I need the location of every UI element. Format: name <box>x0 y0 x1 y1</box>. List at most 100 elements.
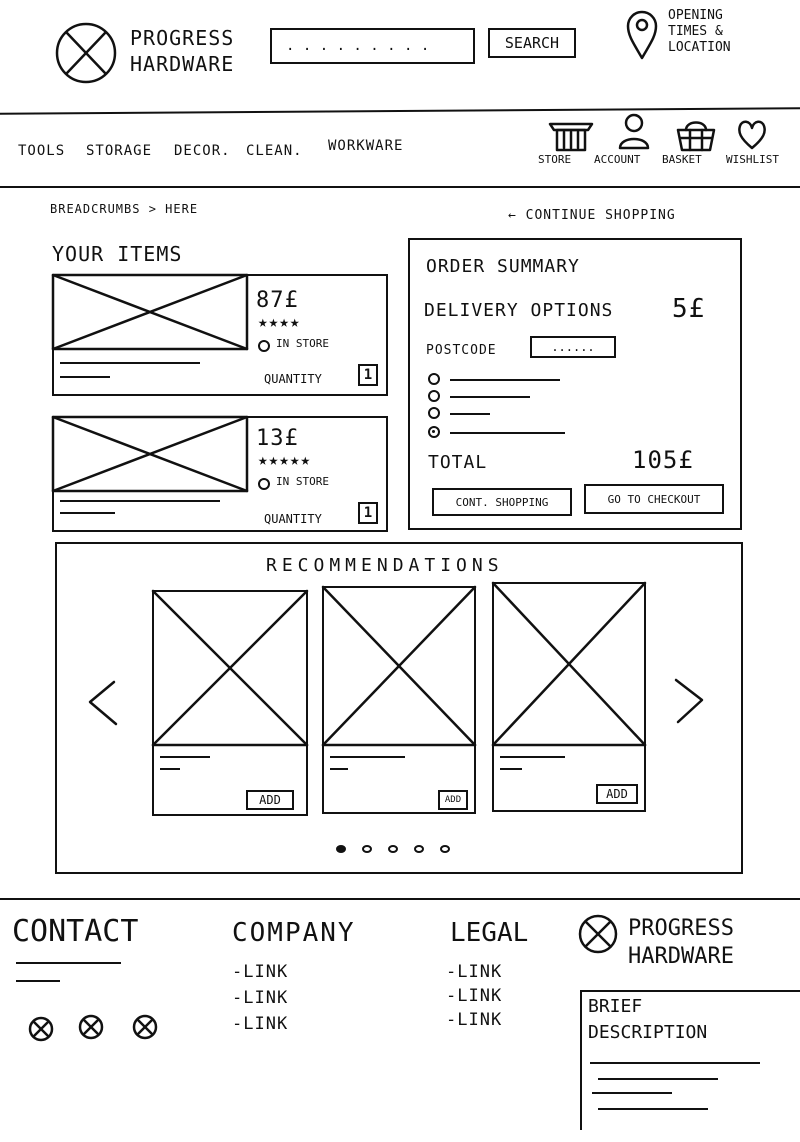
footer-logo-icon[interactable] <box>578 914 618 954</box>
product-subtitle-line <box>330 768 348 770</box>
nav-item-workware[interactable]: WORKWARE <box>328 138 404 154</box>
carousel-dot[interactable] <box>336 845 346 853</box>
quantity-label: QUANTITY <box>264 512 322 526</box>
footer-link[interactable]: -LINK <box>446 1010 503 1030</box>
item-stock: IN STORE <box>276 475 329 488</box>
delivery-option-radio[interactable] <box>428 390 440 402</box>
recommendation-card[interactable] <box>322 586 476 814</box>
opening-times-line3[interactable]: LOCATION <box>668 40 731 55</box>
breadcrumb[interactable]: BREADCRUMBS > HERE <box>50 202 199 216</box>
description-text-line <box>590 1062 760 1064</box>
chevron-left-icon[interactable] <box>86 680 120 726</box>
product-image-placeholder[interactable] <box>51 273 249 351</box>
delivery-price: 5£ <box>672 294 706 324</box>
brief-description-line1: BRIEF <box>588 996 643 1017</box>
your-items-title: YOUR ITEMS <box>52 242 183 266</box>
logo-icon[interactable] <box>55 22 117 84</box>
brand-name-line1: PROGRESS <box>130 26 235 50</box>
continue-shopping-button[interactable]: CONT. SHOPPING <box>432 488 572 516</box>
total-label: TOTAL <box>428 452 488 473</box>
product-image-placeholder[interactable] <box>491 581 647 747</box>
carousel-dot[interactable] <box>414 845 424 853</box>
opening-times-line1[interactable]: OPENING <box>668 8 723 23</box>
description-text-line <box>598 1108 708 1110</box>
nav-item-decor[interactable]: DECOR. <box>174 143 231 159</box>
nav-item-clean[interactable]: CLEAN. <box>246 143 303 159</box>
store-icon[interactable] <box>548 118 594 152</box>
product-subtitle-line <box>160 768 180 770</box>
delivery-option-text <box>450 413 490 415</box>
footer-legal-title: LEGAL <box>450 918 529 948</box>
search-input[interactable]: . . . . . . . . . <box>270 28 475 64</box>
delivery-option-text <box>450 432 565 434</box>
basket-icon[interactable] <box>676 118 716 152</box>
item-stock: IN STORE <box>276 337 329 350</box>
product-subtitle-line <box>60 376 110 378</box>
footer-brand-line2: HARDWARE <box>628 944 734 969</box>
store-label[interactable]: STORE <box>538 153 572 166</box>
postcode-placeholder: ...... <box>551 340 595 354</box>
add-to-basket-button[interactable]: ADD <box>246 790 294 810</box>
continue-shopping-link[interactable]: ← CONTINUE SHOPPING <box>508 208 676 223</box>
delivery-option-radio-selected[interactable] <box>428 426 440 438</box>
total-value: 105£ <box>632 446 694 474</box>
carousel-dot[interactable] <box>388 845 398 853</box>
carousel-dots[interactable] <box>336 845 466 857</box>
footer-link[interactable]: -LINK <box>232 988 289 1008</box>
item-price: 87£ <box>256 288 299 313</box>
contact-text-line <box>16 962 121 964</box>
brief-description-border-top <box>580 990 800 992</box>
nav-top-border <box>0 107 800 115</box>
product-title-line <box>60 362 200 364</box>
social-icon[interactable] <box>132 1014 158 1040</box>
product-title-line <box>160 756 210 758</box>
postcode-input[interactable]: ...... <box>530 336 616 358</box>
carousel-dot[interactable] <box>440 845 450 853</box>
footer-company-title: COMPANY <box>232 918 356 948</box>
carousel-dot[interactable] <box>362 845 372 853</box>
recommendation-card[interactable] <box>152 590 308 816</box>
nav-item-tools[interactable]: TOOLS <box>18 143 66 159</box>
delivery-options-label: DELIVERY OPTIONS <box>424 300 614 321</box>
go-to-checkout-button[interactable]: GO TO CHECKOUT <box>584 484 724 514</box>
quantity-stepper[interactable]: 1 <box>358 364 378 386</box>
postcode-label: POSTCODE <box>426 343 497 358</box>
footer-link[interactable]: -LINK <box>446 962 503 982</box>
product-image-placeholder[interactable] <box>151 589 309 747</box>
opening-times-line2[interactable]: TIMES & <box>668 24 723 39</box>
quantity-stepper[interactable]: 1 <box>358 502 378 524</box>
recommendation-card[interactable] <box>492 582 646 812</box>
account-icon[interactable] <box>616 112 652 152</box>
contact-text-line <box>16 980 60 982</box>
search-button[interactable]: SEARCH <box>488 28 576 58</box>
stock-indicator-icon <box>258 478 270 490</box>
basket-label[interactable]: BASKET <box>662 153 702 166</box>
wishlist-label[interactable]: WISHLIST <box>726 153 779 166</box>
add-to-basket-button[interactable]: ADD <box>596 784 638 804</box>
order-summary-panel <box>408 238 742 530</box>
footer-link[interactable]: -LINK <box>232 962 289 982</box>
social-icon[interactable] <box>78 1014 104 1040</box>
location-pin-icon[interactable] <box>624 8 660 62</box>
item-rating: ★★★★ <box>258 312 301 331</box>
footer-contact-title: CONTACT <box>12 914 139 949</box>
social-icon[interactable] <box>28 1016 54 1042</box>
chevron-right-icon[interactable] <box>672 678 706 724</box>
delivery-option-text <box>450 379 560 381</box>
product-image-placeholder[interactable] <box>321 585 477 747</box>
account-label[interactable]: ACCOUNT <box>594 153 641 166</box>
heart-icon[interactable] <box>736 118 768 150</box>
brand-name-line2: HARDWARE <box>130 52 235 76</box>
stock-indicator-icon <box>258 340 270 352</box>
product-subtitle-line <box>500 768 522 770</box>
footer-link[interactable]: -LINK <box>232 1014 289 1034</box>
delivery-option-text <box>450 396 530 398</box>
product-title-line <box>60 500 220 502</box>
add-to-basket-button[interactable]: ADD <box>438 790 468 810</box>
delivery-option-radio[interactable] <box>428 407 440 419</box>
nav-item-storage[interactable]: STORAGE <box>86 143 153 159</box>
product-image-placeholder[interactable] <box>51 415 249 493</box>
footer-brand-line1: PROGRESS <box>628 916 734 941</box>
footer-link[interactable]: -LINK <box>446 986 503 1006</box>
delivery-option-radio[interactable] <box>428 373 440 385</box>
